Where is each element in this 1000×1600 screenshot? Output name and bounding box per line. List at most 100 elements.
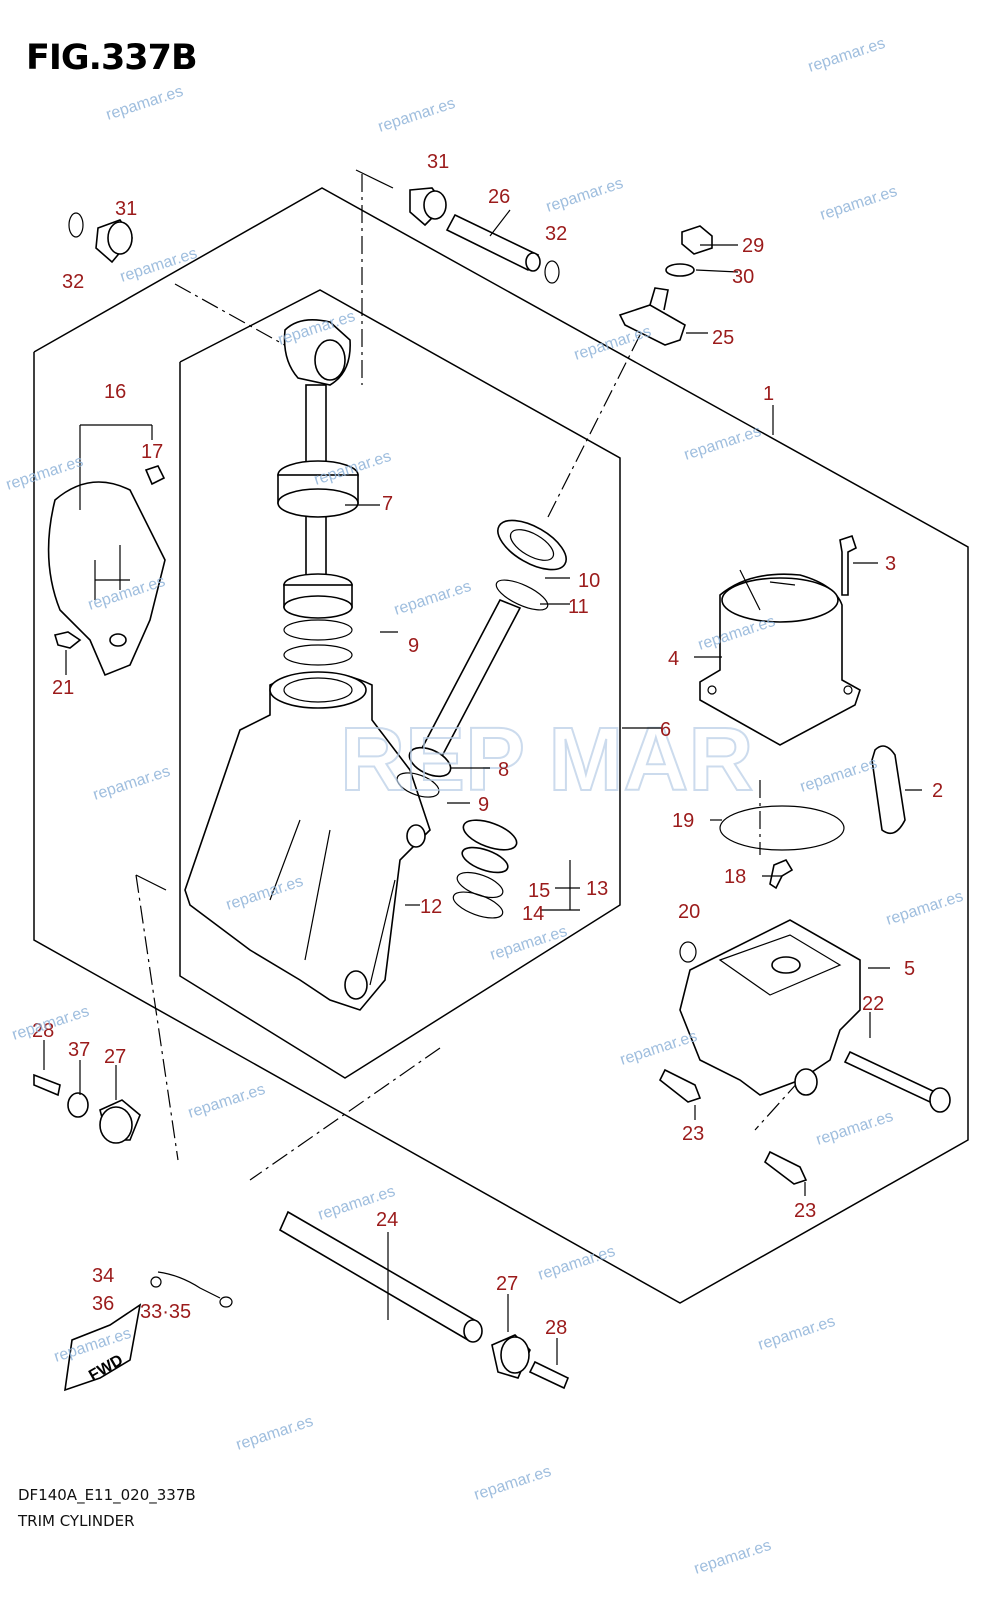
watermark-text: repamar.es — [536, 1243, 617, 1284]
callout-labels: 31 26 32 31 32 29 30 25 1 16 17 7 10 11 … — [32, 151, 943, 1339]
watermark-text: repamar.es — [488, 923, 569, 964]
part-bolt-22 — [843, 1050, 937, 1104]
callout-32: 32 — [62, 271, 84, 293]
callout-31: 31 — [427, 151, 449, 173]
callout-33-35: 33·35 — [140, 1301, 191, 1323]
watermark-text: repamar.es — [618, 1028, 699, 1069]
leader-line — [355, 169, 394, 189]
callout-10: 10 — [578, 570, 600, 592]
center-line — [754, 1079, 801, 1131]
callout-2: 2 — [932, 780, 943, 802]
figure-caption: TRIM CYLINDER — [18, 1512, 135, 1530]
part-pump-5 — [679, 919, 861, 1096]
watermark-text: repamar.es — [798, 755, 879, 796]
leader-line — [135, 874, 167, 891]
part-terminal — [219, 1296, 233, 1308]
callout-30: 30 — [732, 266, 754, 288]
part-o-ring-8 — [408, 746, 452, 778]
watermark-text: repamar.es — [818, 183, 899, 224]
callout-6: 6 — [660, 719, 671, 741]
watermark-text: repamar.es — [234, 1413, 315, 1454]
part-bushing-27b — [491, 1334, 531, 1379]
callout-27: 27 — [496, 1273, 518, 1295]
callout-1: 1 — [763, 383, 774, 405]
figure-title: FIG.337B — [26, 38, 198, 78]
part-grommet-17 — [144, 465, 166, 486]
part-cap-10 — [497, 519, 567, 571]
logo-watermark: REP MAR — [340, 710, 753, 810]
watermark-text: repamar.es — [806, 35, 887, 76]
callout-29: 29 — [742, 235, 764, 257]
part-bushing-31 — [409, 187, 447, 227]
outer-frame — [33, 187, 969, 1304]
callout-8: 8 — [498, 759, 509, 781]
watermark-text: repamar.es — [814, 1108, 895, 1149]
part-fitting-25 — [618, 287, 686, 346]
part-o-ring-20 — [679, 941, 697, 963]
part-bushing-31-left — [95, 219, 133, 264]
callout-5: 5 — [904, 958, 915, 980]
center-line — [174, 283, 291, 349]
callout-15: 15 — [528, 880, 550, 902]
watermark-text: repamar.es — [392, 578, 473, 619]
callout-26: 26 — [488, 186, 510, 208]
callout-31: 31 — [115, 198, 137, 220]
watermark-text: repamar.es — [572, 323, 653, 364]
part-circlip-32 — [68, 212, 84, 238]
center-line — [135, 874, 179, 1161]
watermark-text: repamar.es — [186, 1081, 267, 1122]
callout-22: 22 — [862, 993, 884, 1015]
callout-28: 28 — [545, 1317, 567, 1339]
callout-3: 3 — [885, 553, 896, 575]
part-piston — [283, 573, 353, 619]
watermark-text: repamar.es — [544, 175, 625, 216]
callout-18: 18 — [724, 866, 746, 888]
callout-23: 23 — [682, 1123, 704, 1145]
callout-9: 9 — [408, 635, 419, 657]
callout-19: 19 — [672, 810, 694, 832]
callout-21: 21 — [52, 677, 74, 699]
part-pin-24 — [278, 1210, 480, 1342]
callout-32: 32 — [545, 223, 567, 245]
part-washer-30 — [665, 263, 695, 277]
watermark-text: repamar.es — [692, 1537, 773, 1578]
part-cover-16 — [47, 481, 166, 677]
callout-23: 23 — [794, 1200, 816, 1222]
callout-16: 16 — [104, 381, 126, 403]
figure-code: DF140A_E11_020_337B — [18, 1486, 196, 1504]
part-wire-35 — [157, 1271, 221, 1299]
part-plug-18 — [769, 858, 794, 890]
part-motor-4 — [699, 569, 861, 746]
part-o-ring-11 — [495, 579, 549, 611]
part-bolt-3 — [839, 534, 857, 596]
watermark-text: repamar.es — [376, 95, 457, 136]
part-trim-rod — [283, 319, 351, 586]
callout-24: 24 — [376, 1209, 398, 1231]
part-bolt-28b — [528, 1360, 570, 1390]
watermark-text: repamar.es — [91, 763, 172, 804]
part-o-ring-9 — [283, 619, 353, 641]
callout-4: 4 — [668, 648, 679, 670]
callout-12: 12 — [420, 896, 442, 918]
leader-lines — [43, 209, 922, 1365]
part-o-ring-19 — [719, 805, 845, 851]
part-bolt-21 — [53, 631, 82, 649]
part-circlip-32 — [544, 260, 560, 284]
part-washer-37 — [67, 1092, 89, 1118]
inner-frame — [179, 289, 621, 1079]
callout-37: 37 — [68, 1039, 90, 1061]
watermark-text: repamar.es — [756, 1313, 837, 1354]
part-nut-29 — [681, 225, 713, 255]
part-pin-24-end — [463, 1319, 483, 1343]
callout-27: 27 — [104, 1046, 126, 1068]
part-bolt-28 — [33, 1073, 61, 1097]
part-seal-7 — [277, 460, 359, 518]
part-cylinder-body-12 — [184, 671, 431, 1011]
callout-36: 36 — [92, 1293, 114, 1315]
callout-28: 28 — [32, 1020, 54, 1042]
callout-14: 14 — [522, 903, 544, 925]
watermark-text: repamar.es — [104, 83, 185, 124]
callout-13: 13 — [586, 878, 608, 900]
callout-17: 17 — [141, 441, 163, 463]
